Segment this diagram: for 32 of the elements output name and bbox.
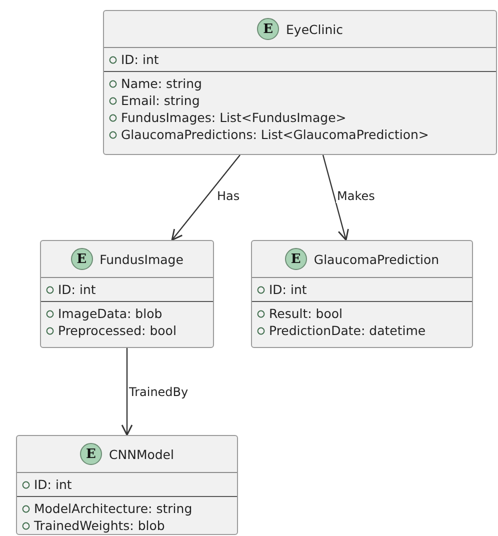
entity-name: CNNModel [109, 446, 174, 462]
attribute-text: FundusImages: List<FundusImage> [121, 110, 346, 125]
attribute-text: Email: string [121, 93, 200, 108]
entity-badge: E [80, 443, 102, 465]
attribute-text: ID: int [58, 282, 96, 297]
entity-name: EyeClinic [286, 22, 343, 36]
attribute-text: Name: string [121, 76, 202, 91]
edge-label: Has [216, 189, 241, 203]
attribute-text: ID: int [34, 477, 72, 492]
entity-badge: E [284, 248, 307, 270]
entity-box [16, 435, 238, 535]
attribute-text: Result: bool [269, 306, 343, 321]
edge-label: Makes [336, 189, 376, 203]
attribute-text: ID: int [269, 282, 307, 297]
entity-badge: E [257, 18, 280, 40]
attribute-text: ImageData: blob [58, 306, 162, 321]
entity-box [251, 240, 473, 348]
arrow [322, 154, 349, 241]
arrow [121, 348, 133, 436]
entity-name: GlaucomaPrediction [314, 252, 440, 266]
entity-name: FundusImage [100, 252, 184, 266]
attribute-text: ModelArchitecture: string [34, 501, 192, 516]
entity-box [103, 10, 497, 155]
attribute-text: GlaucomaPredictions: List<GlaucomaPrediction> [121, 127, 429, 142]
attribute-text: TrainedWeights: blob [34, 518, 165, 533]
attribute-text: ID: int [121, 52, 159, 67]
attribute-text: PredictionDate: datetime [269, 323, 426, 338]
edge-label: TrainedBy [128, 385, 190, 399]
attribute-text: Preprocessed: bool [58, 323, 176, 338]
arrow [171, 154, 240, 241]
entity-badge: E [70, 248, 93, 270]
entity-box [40, 240, 214, 348]
